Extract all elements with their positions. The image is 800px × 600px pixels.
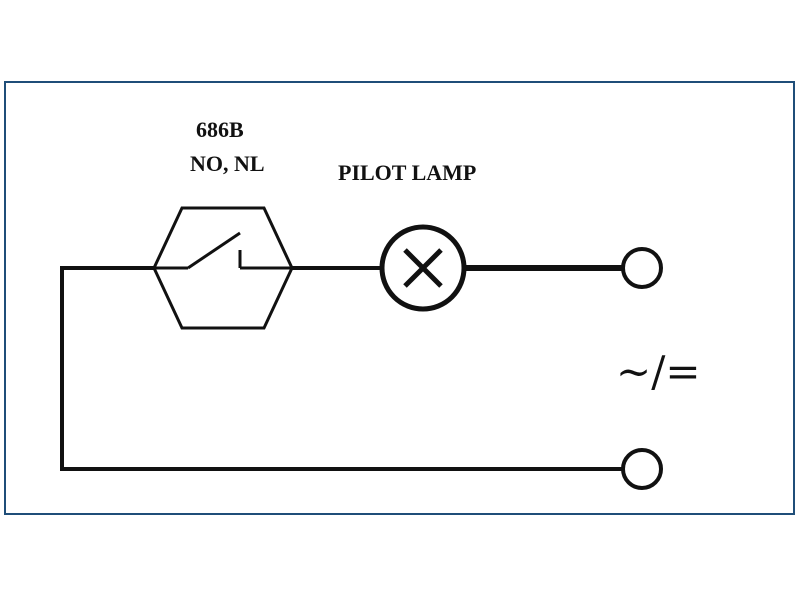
diagram-frame — [4, 81, 795, 515]
switch-model-label: 686B — [196, 117, 244, 142]
switch-hexagon-icon — [152, 206, 294, 330]
terminal-icon — [621, 448, 663, 490]
pilot-lamp-label: PILOT LAMP — [338, 160, 477, 185]
terminal-icon — [621, 247, 663, 289]
switch-contacts-label: NO, NL — [190, 151, 265, 176]
supply-symbol-label: ~/= — [616, 347, 701, 396]
pilot-lamp-icon — [379, 224, 467, 312]
